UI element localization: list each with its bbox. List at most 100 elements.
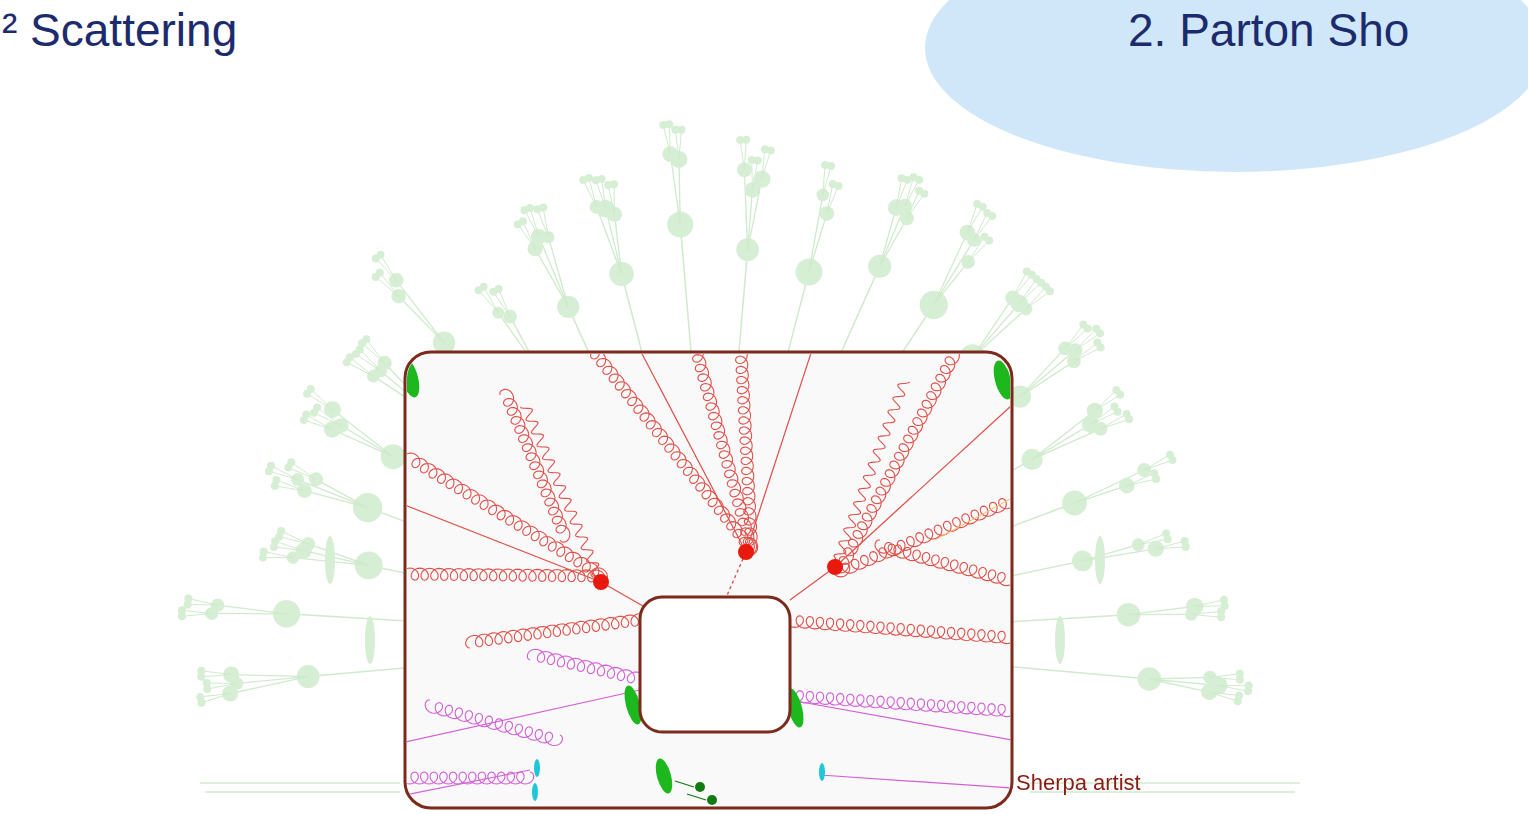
hadron-track [307, 394, 332, 410]
hadron-track [1090, 412, 1117, 425]
hadron-track [1210, 674, 1240, 678]
cluster-blob [1055, 616, 1065, 664]
final-hadron [610, 180, 618, 188]
hadron-track [332, 410, 393, 457]
hadron-track [298, 480, 368, 508]
hadron-track [1149, 679, 1209, 692]
slide-title: 2. Parton Sho [1128, 4, 1409, 57]
hadron-track [271, 466, 298, 480]
hadron-track [823, 166, 831, 195]
hadron-track [744, 170, 747, 250]
hadron-track [675, 781, 694, 787]
final-hadron [196, 693, 204, 701]
remnant-blob [532, 783, 538, 801]
vertex-dot [593, 574, 609, 590]
hadron-track [1074, 470, 1144, 503]
final-hadron [178, 606, 186, 614]
hadron-track [182, 610, 212, 613]
gluon-line [786, 690, 1010, 717]
hadron-blob [557, 296, 579, 318]
quark-line [790, 567, 835, 600]
vertex-dot [827, 559, 843, 575]
final-hadron [827, 162, 835, 170]
final-hadron [526, 204, 534, 212]
final-hadron [1217, 613, 1225, 621]
gluon-line [735, 354, 758, 555]
hadron-track [543, 208, 548, 238]
hadron-track [1026, 287, 1046, 309]
hadron-track [200, 694, 230, 697]
final-hadron [1084, 325, 1092, 333]
final-hadron [1169, 456, 1177, 464]
cluster-blob [990, 359, 1010, 402]
hadron-track [201, 671, 231, 675]
cluster-blob [365, 616, 375, 664]
hadron-track [1075, 329, 1096, 350]
gluon-line [875, 540, 1010, 586]
cluster-blob [1095, 536, 1105, 584]
hadron-track [291, 462, 316, 479]
hadron-track [275, 541, 303, 551]
hadron-track [535, 249, 568, 307]
final-hadron [1097, 344, 1105, 352]
gluon-line [835, 354, 960, 573]
hadron-track [316, 479, 368, 507]
hadron-track [748, 179, 762, 249]
hadron-track [679, 130, 681, 160]
hadron-track [1195, 600, 1224, 607]
final-hadron [677, 126, 685, 134]
hadron-track [974, 216, 992, 240]
final-hadron [184, 594, 192, 602]
hadron-track [751, 160, 753, 190]
hadron-track [207, 683, 237, 684]
hadron-track [613, 184, 615, 214]
hadron-track [539, 237, 568, 307]
hadron-track [880, 208, 897, 267]
hadron-track [1013, 272, 1027, 298]
hadron-track [304, 551, 369, 566]
hadron-track [537, 209, 548, 237]
final-hadron [1234, 697, 1242, 705]
remnant-blob [819, 763, 825, 781]
quark-line [407, 770, 530, 795]
hadron-track [1195, 605, 1225, 607]
hadron-track [311, 389, 333, 410]
final-hadron [1114, 408, 1122, 416]
cluster-blob [653, 757, 676, 795]
final-hadron [203, 679, 211, 687]
hadron-track [973, 309, 1026, 357]
hadron-track [380, 255, 396, 281]
final-hadron [585, 174, 593, 182]
hadron-track [188, 598, 217, 605]
hadron-track [499, 289, 511, 317]
final-hadron [272, 476, 280, 484]
gluon-line [425, 700, 562, 746]
gluon-line [407, 568, 605, 582]
final-hadron [307, 385, 315, 393]
shower-drawing [407, 354, 1010, 805]
hadron-track [1026, 291, 1050, 309]
hadron-track [1101, 419, 1129, 428]
hadron-track [1209, 692, 1238, 701]
nav-step: ² Scattering [2, 4, 237, 57]
hadron-track [231, 675, 308, 677]
hadron-track [1219, 686, 1248, 692]
quark-line [790, 700, 1010, 740]
hadron-track [967, 207, 982, 233]
hadron-track [880, 218, 907, 266]
hadron-track [308, 544, 368, 566]
hadron-track [1074, 343, 1097, 362]
hadron-track [279, 537, 308, 544]
hadron-track [1191, 614, 1221, 617]
hadron-track [669, 124, 670, 154]
final-hadron [480, 283, 488, 291]
hadron-track [1156, 541, 1185, 549]
final-hadron [1244, 687, 1252, 695]
hadron-track [376, 258, 397, 280]
final-hadron [915, 176, 923, 184]
final-hadron [267, 462, 275, 470]
hadron-track [934, 240, 974, 305]
final-hadron [754, 156, 762, 164]
final-hadron [277, 527, 285, 535]
